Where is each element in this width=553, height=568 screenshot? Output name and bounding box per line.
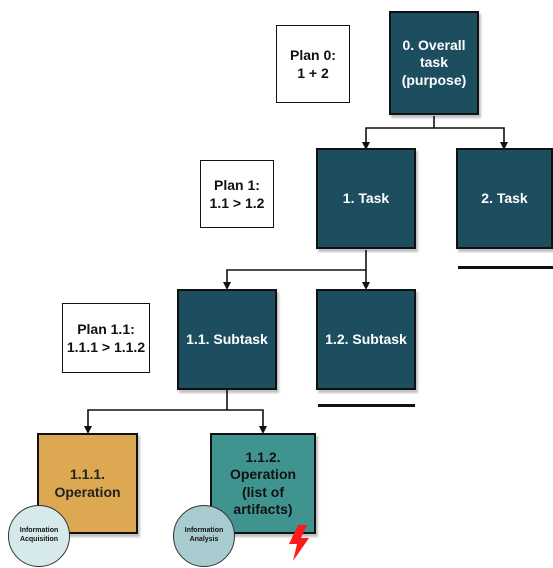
plan-1-rule: 1.1 > 1.2	[209, 195, 265, 211]
connector-1-to-11	[223, 269, 366, 290]
plan-0-rule: 1 + 2	[297, 65, 329, 81]
subtask-1-2: 1.2. Subtask	[316, 289, 416, 390]
plan-1-box: Plan 1: 1.1 > 1.2	[200, 160, 274, 228]
subtask-1-2-label: 1.2. Subtask	[325, 330, 407, 347]
plan-1-1-box: Plan 1.1: 1.1.1 > 1.1.2	[62, 303, 150, 373]
lightning-bolt-icon	[289, 525, 309, 561]
task-1: 1. Task	[316, 148, 416, 249]
analysis-line1: Information	[184, 527, 224, 535]
subtask-1-2-underline	[318, 404, 415, 407]
task-0-overall: 0. Overall task (purpose)	[389, 11, 479, 115]
operation-1-1-2-line1: 1.1.2.	[245, 449, 281, 466]
plan-1-title: Plan 1:	[214, 176, 260, 193]
plan-1-1-rule: 1.1.1 > 1.1.2	[66, 339, 146, 355]
connector-11-to-112	[227, 409, 267, 434]
task-0-line3: (purpose)	[401, 71, 467, 88]
analysis-line2: Analysis	[189, 536, 219, 543]
plan-0-box: Plan 0: 1 + 2	[276, 25, 350, 103]
task-2-label: 2. Task	[481, 189, 528, 206]
operation-1-1-1-line1: 1.1.1.	[69, 466, 106, 483]
information-acquisition-badge: Information Acquisition	[8, 505, 70, 567]
operation-1-1-2-line3: (list of	[242, 483, 284, 500]
operation-1-1-2-line4: artifacts)	[233, 500, 293, 517]
acquisition-line2: Acquisition	[19, 536, 59, 543]
operation-1-1-2-line2: Operation	[229, 466, 297, 483]
plan-1-1-title: Plan 1.1:	[77, 320, 135, 337]
plan-0-title: Plan 0:	[290, 46, 336, 63]
subtask-1-1: 1.1. Subtask	[177, 289, 277, 390]
task-0-line1: 0. Overall	[402, 37, 466, 54]
information-analysis-badge: Information Analysis	[173, 505, 235, 567]
connector-0-to-1	[362, 127, 434, 150]
subtask-1-1-label: 1.1. Subtask	[186, 330, 268, 347]
task-1-label: 1. Task	[342, 189, 390, 206]
connector-11-to-111	[84, 409, 227, 434]
task-2-underline	[458, 266, 553, 269]
operation-1-1-1-line2: Operation	[54, 483, 121, 500]
connector-0-to-2	[434, 127, 508, 150]
task-2: 2. Task	[456, 148, 553, 249]
task-0-line2: task	[419, 54, 449, 71]
acquisition-line1: Information	[19, 527, 59, 535]
